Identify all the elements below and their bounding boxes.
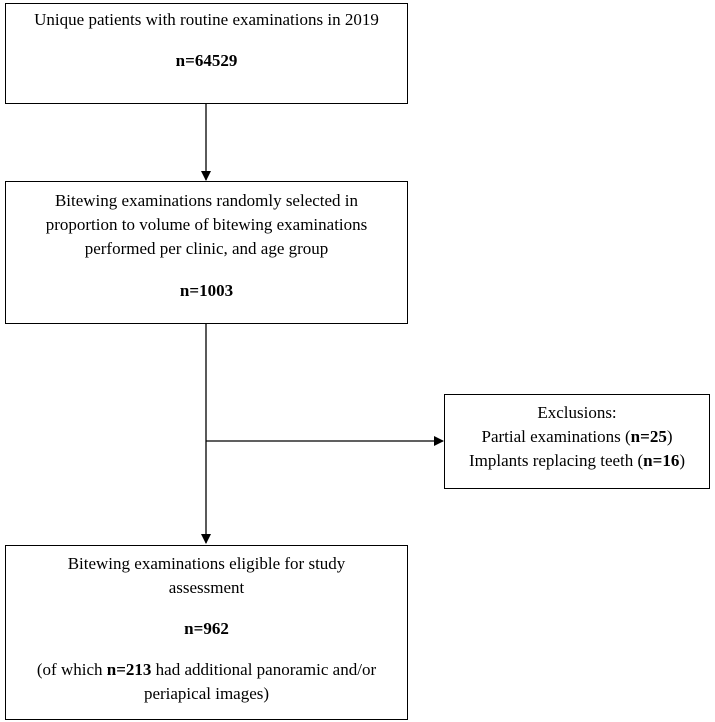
box-eligible-note-rest: had additional panoramic and/or <box>151 660 377 679</box>
box-eligible-note-line2: periapical images) <box>143 684 270 703</box>
box-eligible-line2: assessment <box>168 578 245 597</box>
box-bitewing-selected-line2: proportion to volume of bitewing examina… <box>45 215 368 234</box>
exclusion-item-implants: Implants replacing teeth (n=16) <box>445 449 709 473</box>
box-bitewing-selected-line1: Bitewing examinations randomly selected … <box>54 191 359 210</box>
box-bitewing-selected-line3: performed per clinic, and age group <box>84 239 329 258</box>
exclusion-item-partial-n: n=25 <box>630 427 667 446</box>
exclusion-item-implants-close: ) <box>679 451 685 470</box>
box-bitewing-selected: Bitewing examinations randomly selected … <box>5 181 408 324</box>
box-unique-patients: Unique patients with routine examination… <box>5 3 408 104</box>
box-exclusions: Exclusions: Partial examinations (n=25) … <box>444 394 710 489</box>
exclusion-item-implants-n: n=16 <box>643 451 680 470</box>
box-eligible-line1: Bitewing examinations eligible for study <box>67 554 346 573</box>
box-eligible-note-prefix: (of which <box>36 660 107 679</box>
box-eligible: Bitewing examinations eligible for study… <box>5 545 408 720</box>
exclusion-item-partial-label: Partial examinations ( <box>481 427 631 446</box>
exclusion-item-implants-label: Implants replacing teeth ( <box>468 451 644 470</box>
box-eligible-note: (of which n=213 had additional panoramic… <box>6 658 407 682</box>
box-unique-patients-n: n=64529 <box>175 51 238 70</box>
exclusions-title: Exclusions: <box>537 403 617 422</box>
box-eligible-n: n=962 <box>184 619 229 638</box>
exclusion-item-partial-close: ) <box>666 427 673 446</box>
box-unique-patients-title: Unique patients with routine examination… <box>34 10 379 29</box>
box-eligible-note-n: n=213 <box>106 660 152 679</box>
box-bitewing-selected-n: n=1003 <box>179 281 234 300</box>
exclusion-item-partial: Partial examinations (n=25) <box>445 425 709 449</box>
